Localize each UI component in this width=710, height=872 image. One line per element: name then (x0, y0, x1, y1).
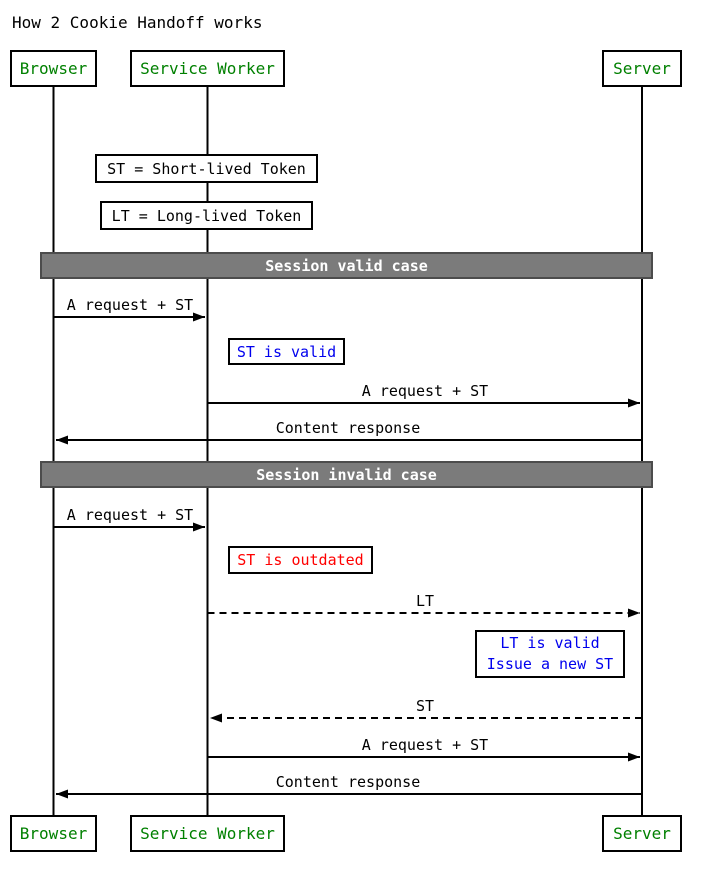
actor-server-bottom-label: Server (613, 824, 671, 843)
actor-service-worker-top: Service Worker (130, 50, 285, 87)
actor-server-bottom: Server (602, 815, 682, 852)
note-st-is-valid-text: ST is valid (236, 342, 337, 361)
message-label-request-st-1: A request + ST (66, 296, 194, 314)
actor-service-worker-bottom: Service Worker (130, 815, 285, 852)
message-label-request-st-4: A request + ST (361, 736, 489, 754)
legend-note-lt-text: LT = Long-lived Token (111, 206, 302, 225)
actor-server-top-label: Server (613, 59, 671, 78)
message-label-request-st-3: A request + ST (66, 506, 194, 524)
legend-note-st-text: ST = Short-lived Token (107, 159, 306, 178)
section-bar-invalid-case: Session invalid case (40, 461, 653, 488)
section-bar-valid-case: Session valid case (40, 252, 653, 279)
note-lt-is-valid-line1: LT is valid (500, 634, 600, 652)
actor-service-worker-bottom-label: Service Worker (140, 824, 275, 843)
note-lt-is-valid-line2: Issue a new ST (486, 655, 614, 673)
message-label-st: ST (415, 697, 435, 715)
note-lt-is-valid: LT is valid Issue a new ST (475, 630, 625, 678)
actor-browser-top: Browser (10, 50, 97, 87)
note-st-is-outdated-text: ST is outdated (237, 551, 364, 569)
section-bar-valid-case-label: Session valid case (265, 256, 428, 275)
diagram-title: How 2 Cookie Handoff works (12, 13, 263, 32)
note-st-is-valid: ST is valid (228, 338, 345, 365)
actor-browser-bottom: Browser (10, 815, 97, 852)
actor-server-top: Server (602, 50, 682, 87)
legend-note-st: ST = Short-lived Token (95, 154, 318, 183)
message-label-content-response-2: Content response (275, 773, 421, 791)
message-label-content-response-1: Content response (275, 419, 421, 437)
note-st-is-outdated: ST is outdated (228, 546, 373, 574)
legend-note-lt: LT = Long-lived Token (100, 201, 313, 230)
section-bar-invalid-case-label: Session invalid case (256, 465, 437, 484)
message-label-lt: LT (415, 592, 435, 610)
actor-browser-bottom-label: Browser (19, 824, 88, 843)
message-label-request-st-2: A request + ST (361, 382, 489, 400)
actor-browser-top-label: Browser (19, 59, 88, 78)
actor-service-worker-top-label: Service Worker (140, 59, 275, 78)
